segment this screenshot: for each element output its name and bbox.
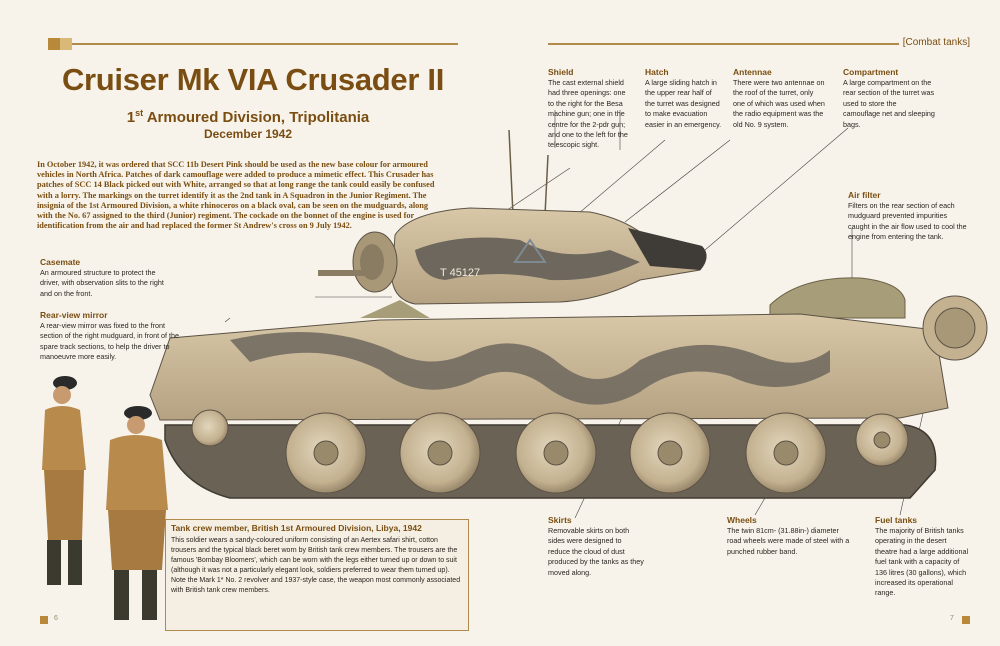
section-tag: [Combat tanks] — [898, 37, 970, 48]
fuel-tanks-text: The majority of British tanks operating … — [875, 526, 969, 598]
compartment-title: Compartment — [843, 67, 899, 77]
air-filter-text: Filters on the rear section of each mudg… — [848, 201, 967, 242]
hatch-text: A large sliding hatch in the upper rear … — [645, 78, 722, 129]
antennae-title: Antennae — [733, 67, 772, 77]
shield-title: Shield — [548, 67, 574, 77]
page-number-right: 7 — [950, 615, 954, 622]
page-number-left: 6 — [54, 615, 58, 622]
header-square-left-2 — [60, 38, 72, 50]
skirts-text: Removable skirts on both sides were desi… — [548, 526, 644, 577]
hatch-title: Hatch — [645, 67, 669, 77]
shield-text: The cast external shield had three openi… — [548, 78, 628, 150]
crew-box-text: This soldier wears a sandy-coloured unif… — [171, 537, 461, 594]
header-rule-right — [548, 43, 968, 45]
air-filter-title: Air filter — [848, 190, 881, 200]
subtitle: 1st Armoured Division, Tripolitania — [126, 108, 370, 126]
tank-crew-figures — [42, 376, 168, 620]
compartment-text: A large compartment on the rear section … — [843, 78, 935, 129]
rear-view-mirror-title: Rear-view mirror — [40, 310, 108, 320]
antennae-text: There were two antennae on the roof of t… — [733, 78, 825, 129]
fuel-tanks-title: Fuel tanks — [875, 515, 918, 525]
page-title: Cruiser Mk VIA Crusader II — [61, 62, 445, 97]
intro-text: In October 1942, it was ordered that SCC… — [37, 160, 435, 231]
skirts-title: Skirts — [548, 515, 572, 525]
crew-info-box — [165, 519, 469, 631]
rear-view-mirror-text: A rear-view mirror was fixed to the fron… — [40, 321, 180, 362]
wheels-text: The twin 81cm- (31.88in-) diameter road … — [727, 526, 850, 556]
header-square-left — [48, 38, 60, 50]
casemate-title: Casemate — [40, 257, 81, 267]
date: December 1942 — [203, 127, 293, 141]
footer-square-left — [40, 616, 48, 624]
header-rule-left — [68, 43, 458, 45]
crew-box-title: Tank crew member, British 1st Armoured D… — [171, 523, 422, 533]
footer-square-right — [962, 616, 970, 624]
wheels-title: Wheels — [727, 515, 757, 525]
casemate-text: An armoured structure to protect the dri… — [40, 268, 164, 298]
tank-number: T 45127 — [440, 267, 480, 279]
